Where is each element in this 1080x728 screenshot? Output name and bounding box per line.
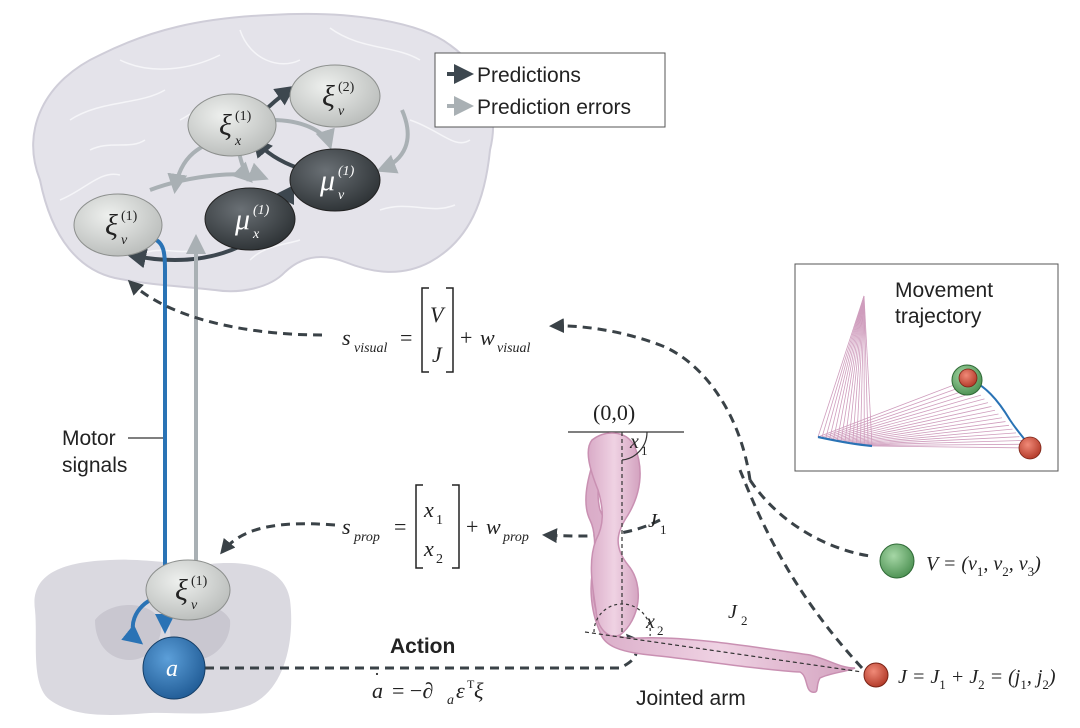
svg-text:J: J [728, 601, 738, 623]
svg-text:Movement: Movement [895, 279, 993, 302]
svg-text:Action: Action [390, 635, 455, 658]
hand-path-bottom [817, 435, 873, 448]
svg-text:=: = [400, 325, 412, 350]
legend-prediction-errors: Prediction errors [477, 96, 631, 119]
svg-text:ξ: ξ [322, 80, 335, 113]
svg-text:trajectory: trajectory [895, 305, 982, 328]
svg-text:signals: signals [62, 454, 127, 477]
svg-text:(1): (1) [253, 203, 270, 218]
legend-predictions: Predictions [477, 64, 581, 87]
svg-text:x: x [423, 497, 434, 522]
svg-text:2: 2 [436, 552, 443, 567]
svg-text:v: v [338, 188, 345, 203]
svg-text:x: x [629, 431, 639, 453]
svg-text:+: + [460, 325, 472, 350]
node-xi-x1: ξ (1) x [187, 93, 277, 157]
svg-text:w: w [480, 325, 495, 350]
equation-s-prop: s prop = x 1 x 2 + w prop [342, 484, 529, 569]
inset-target-red [1018, 436, 1042, 460]
svg-text:J: J [648, 510, 658, 532]
node-xi-v2: ξ (2) v [289, 64, 381, 128]
svg-text:w: w [486, 514, 501, 539]
svg-text:1: 1 [660, 522, 667, 537]
v-definition: V = (v1, v2, v3) [926, 553, 1041, 579]
jointed-arm-label: Jointed arm [636, 687, 746, 710]
svg-text:+: + [466, 514, 478, 539]
svg-text:x: x [423, 536, 434, 561]
node-action-a: a [142, 636, 206, 700]
svg-text:(1): (1) [338, 164, 355, 179]
svg-text:(2): (2) [338, 80, 355, 95]
svg-text:(1): (1) [235, 109, 252, 124]
svg-text:a: a [166, 656, 178, 682]
svg-text:x: x [234, 134, 242, 149]
svg-text:x: x [645, 611, 655, 633]
target-j-red [863, 662, 889, 688]
action-label: Action [390, 635, 455, 658]
svg-text:v: v [191, 598, 198, 613]
svg-text:·: · [374, 664, 380, 684]
svg-text:=: = [394, 514, 406, 539]
svg-text:x: x [252, 227, 260, 242]
motor-signals-label: Motor signals [62, 427, 163, 477]
svg-text:ξ: ξ [219, 109, 232, 142]
svg-text:μ: μ [319, 164, 335, 197]
legend: Predictions Prediction errors [434, 52, 666, 128]
svg-text:a: a [447, 693, 454, 708]
equation-s-visual: s visual = V J + w visual [342, 287, 531, 373]
svg-text:(1): (1) [121, 209, 138, 224]
svg-text:1: 1 [436, 513, 443, 528]
svg-text:T: T [467, 677, 475, 691]
svg-text:2: 2 [741, 613, 748, 628]
svg-text:prop: prop [502, 530, 529, 545]
j-definition: J = J1 + J2 = (j1, j2) [898, 666, 1056, 692]
svg-text:s: s [342, 325, 351, 350]
svg-text:ξ: ξ [105, 209, 118, 242]
svg-text:(1): (1) [191, 574, 208, 589]
svg-text:v: v [338, 104, 345, 119]
svg-text:v: v [121, 233, 128, 248]
svg-text:V = (v1, v2, v3): V = (v1, v2, v3) [926, 553, 1041, 579]
svg-text:J: J [432, 342, 443, 367]
equation-action: a · = −∂ a ε T ξ [372, 664, 484, 708]
svg-text:1: 1 [641, 443, 648, 458]
svg-text:ε: ε [456, 678, 465, 703]
svg-text:visual: visual [497, 341, 531, 356]
svg-text:ξ: ξ [474, 678, 484, 703]
target-v-green [879, 543, 915, 579]
node-xi-v1-brain: ξ (1) v [73, 193, 163, 257]
svg-text:2: 2 [657, 623, 664, 638]
origin-label: (0,0) [593, 400, 635, 425]
node-xi-v1-spinal: ξ (1) v [145, 559, 231, 621]
node-mu-x1: μ (1) x [204, 187, 296, 251]
inset-hand-red-start [958, 368, 978, 388]
svg-text:ξ: ξ [175, 574, 188, 607]
svg-text:V: V [430, 302, 446, 327]
svg-text:J = J1 + J2 = (j1, j2): J = J1 + J2 = (j1, j2) [898, 666, 1056, 692]
svg-text:a: a [372, 678, 383, 703]
jointed-arm: (0,0) x 1 x 2 J 1 J 2 Jointed arm [568, 400, 863, 710]
movement-trajectory-inset: Movement trajectory [794, 263, 1059, 472]
node-mu-v1: μ (1) v [289, 148, 381, 212]
svg-text:Motor: Motor [62, 427, 116, 450]
svg-text:prop: prop [353, 530, 380, 545]
svg-text:s: s [342, 514, 351, 539]
svg-text:= −∂: = −∂ [392, 678, 433, 703]
svg-text:μ: μ [234, 203, 250, 236]
svg-text:visual: visual [354, 341, 388, 356]
trajectory-lines [817, 295, 1031, 449]
